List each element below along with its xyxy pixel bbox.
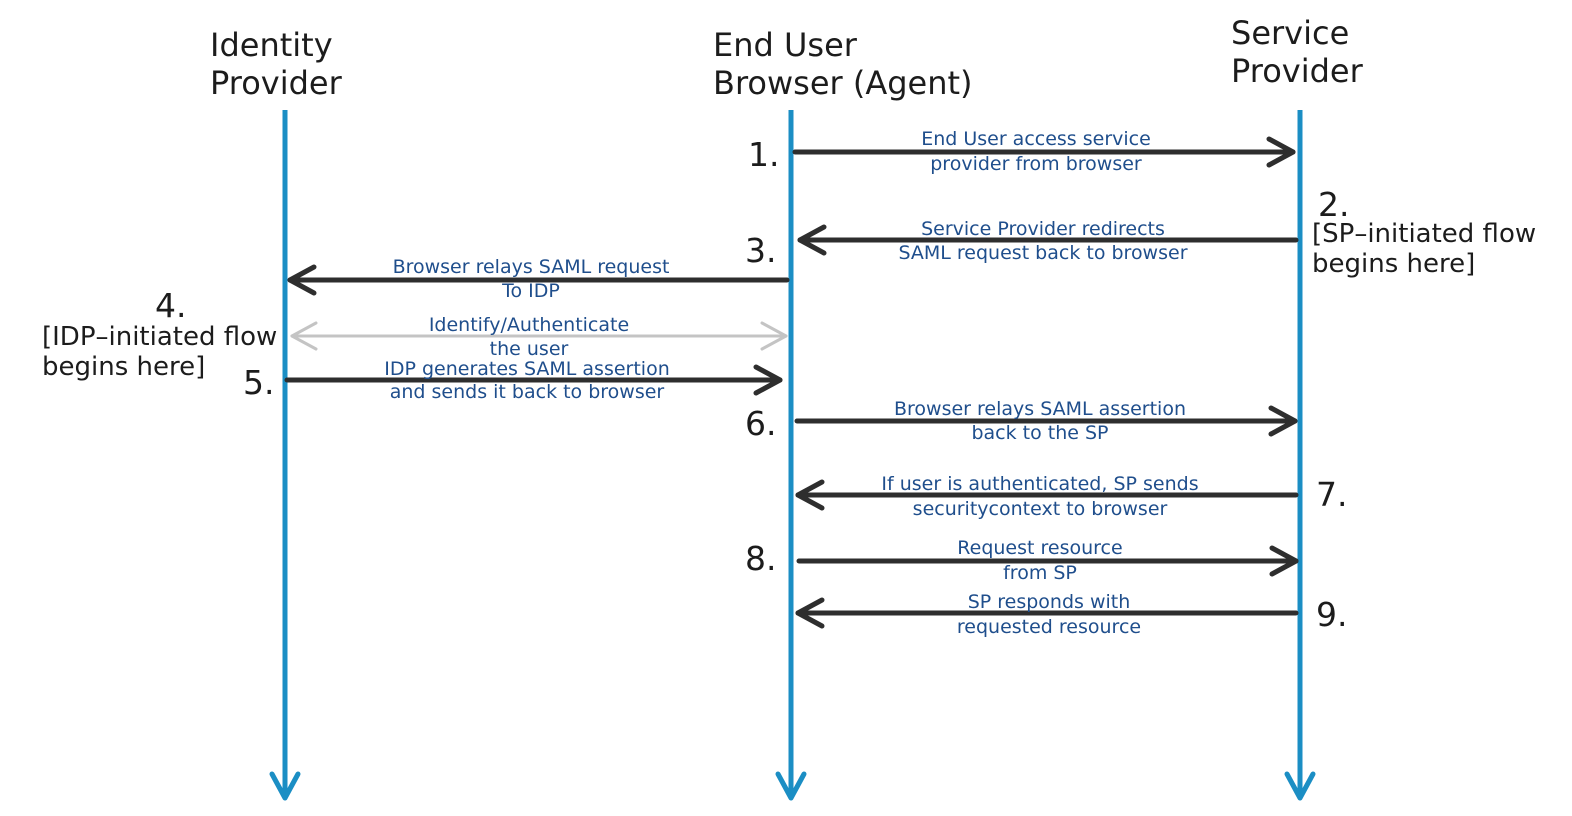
message-arrowhead-4 — [760, 321, 788, 351]
message-label-1-line-1: End User access service — [921, 128, 1151, 150]
message-arrowhead-7 — [795, 479, 825, 511]
flow-note-4-line-2: begins here] — [42, 352, 205, 382]
lifeline-arrowhead-idp — [269, 771, 301, 801]
step-number-4: 4. — [155, 286, 187, 325]
lifeline-arrowhead-browser — [775, 771, 807, 801]
actor-title-idp-line-1: Identity — [210, 26, 333, 64]
message-label-6-line-2: back to the SP — [971, 422, 1108, 444]
message-label-8-line-1: Request resource — [957, 537, 1122, 559]
message-arrowhead-1 — [1266, 136, 1296, 168]
message-label-1-line-2: provider from browser — [930, 153, 1142, 175]
actor-title-browser-line-2: Browser (Agent) — [713, 64, 973, 102]
message-label-5-line-2: and sends it back to browser — [390, 381, 665, 403]
message-arrowhead-5 — [753, 364, 783, 396]
message-label-4-line-2: the user — [490, 338, 569, 360]
message-label-7-line-1: If user is authenticated, SP sends — [881, 473, 1198, 495]
message-arrowhead-3 — [287, 264, 317, 296]
step-number-5: 5. — [243, 363, 275, 402]
actor-title-idp-line-2: Provider — [210, 64, 343, 102]
message-arrowhead-8 — [1269, 545, 1299, 577]
message-label-4-line-1: Identify/Authenticate — [429, 314, 629, 336]
step-number-9: 9. — [1316, 595, 1348, 634]
step-number-8: 8. — [745, 539, 777, 578]
step-number-6: 6. — [745, 404, 777, 443]
message-label-5-line-1: IDP generates SAML assertion — [384, 358, 670, 380]
message-label-2-line-1: Service Provider redirects — [921, 218, 1165, 240]
message-label-7-line-2: securitycontext to browser — [913, 498, 1168, 520]
step-number-2: 2. — [1318, 185, 1350, 224]
flow-note-2-line-2: begins here] — [1312, 249, 1475, 279]
message-arrowhead-6 — [1268, 405, 1298, 437]
flow-note-2-line-1: [SP–initiated flow — [1312, 219, 1536, 249]
message-arrowtail-4 — [290, 321, 318, 351]
message-label-9-line-1: SP responds with — [968, 591, 1131, 613]
flow-note-4-line-1: [IDP–initiated flow — [42, 322, 277, 352]
message-label-6-line-1: Browser relays SAML assertion — [894, 398, 1186, 420]
message-label-8-line-2: from SP — [1003, 562, 1077, 584]
lifeline-arrowhead-sp — [1284, 771, 1316, 801]
actor-title-browser-line-1: End User — [713, 26, 858, 64]
message-label-3-line-1: Browser relays SAML request — [393, 256, 670, 278]
step-number-7: 7. — [1316, 475, 1348, 514]
step-number-3: 3. — [745, 231, 777, 270]
message-label-9-line-2: requested resource — [957, 616, 1141, 638]
message-arrowhead-9 — [795, 597, 825, 629]
message-label-2-line-2: SAML request back to browser — [898, 242, 1187, 264]
actor-title-sp-line-1: Service — [1231, 14, 1349, 52]
message-label-3-line-2: To IDP — [501, 280, 560, 302]
message-arrowhead-2 — [797, 224, 827, 256]
actor-title-sp-line-2: Provider — [1231, 52, 1364, 90]
step-number-1: 1. — [748, 135, 780, 174]
